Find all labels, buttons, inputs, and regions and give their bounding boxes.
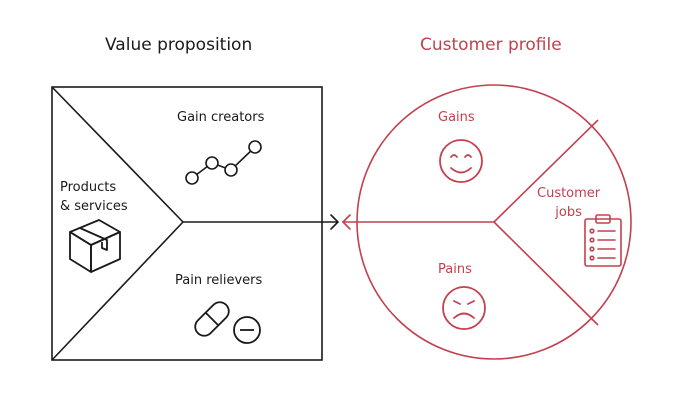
square-outline: [51, 86, 323, 361]
fit-arrow-left: [341, 214, 358, 230]
box-icon: [69, 219, 121, 273]
pill-icon: [194, 301, 261, 344]
products-services-label-line1: Products: [60, 180, 117, 195]
gains-label: Gains: [438, 110, 475, 125]
customer-jobs-label-line2: jobs: [555, 205, 582, 220]
trend-line-icon: [185, 140, 262, 185]
value-proposition-square: [51, 86, 323, 361]
fit-arrow-right: [321, 214, 340, 230]
customer-profile-circle: [356, 84, 632, 360]
customer-profile-title: Customer profile: [420, 35, 562, 55]
pains-label: Pains: [438, 262, 472, 277]
value-proposition-title: Value proposition: [105, 35, 253, 55]
gain-creators-label: Gain creators: [177, 110, 265, 125]
smile-icon: [439, 139, 483, 183]
customer-jobs-label-line1: Customer: [537, 186, 601, 201]
circle-divider-top: [493, 119, 599, 223]
customer-jobs-label: Customer jobs: [537, 184, 600, 222]
square-divider-bottom: [51, 221, 184, 361]
products-services-label-line2: & services: [60, 199, 128, 214]
circle-divider-bottom: [493, 221, 599, 326]
products-services-label: Products & services: [60, 178, 128, 216]
clipboard-icon: [584, 214, 622, 267]
frown-icon: [442, 286, 486, 330]
pain-relievers-label: Pain relievers: [175, 273, 263, 288]
square-divider-top: [51, 86, 184, 223]
